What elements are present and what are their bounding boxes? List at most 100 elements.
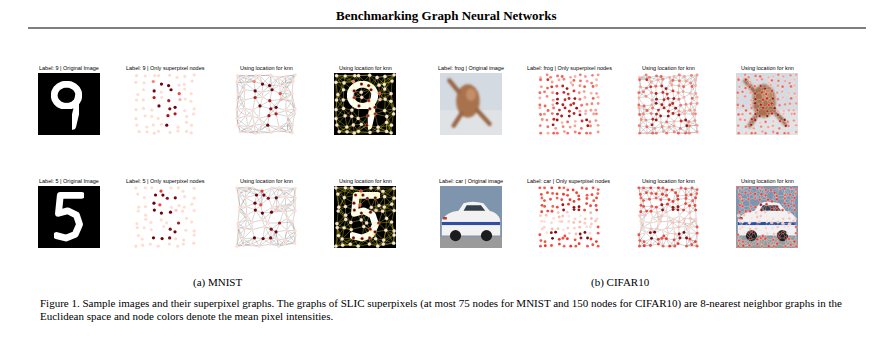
superpixel-node [552, 123, 555, 126]
knn-edge [248, 116, 253, 127]
superpixel-node [781, 85, 784, 88]
superpixel-node [383, 83, 386, 86]
superpixel-node [793, 78, 796, 81]
superpixel-node [756, 109, 759, 112]
superpixel-node [294, 73, 297, 76]
superpixel-node [153, 74, 156, 77]
knn-edge [294, 231, 295, 243]
knn-edge [260, 101, 270, 106]
superpixel-node [235, 108, 238, 111]
superpixel-node [786, 120, 789, 123]
superpixel-node [291, 79, 294, 82]
superpixel-node [392, 112, 395, 115]
superpixel-node [357, 117, 360, 120]
knn-edge [280, 93, 292, 94]
superpixel-node [294, 107, 297, 110]
superpixel-node [558, 109, 561, 112]
superpixel-node [672, 97, 675, 100]
superpixel-node [357, 74, 360, 77]
knn-edge [245, 198, 255, 204]
superpixel-node [152, 202, 155, 205]
superpixel-node [142, 98, 145, 101]
superpixel-node [279, 98, 282, 101]
superpixel-node [145, 130, 148, 133]
superpixel-node [638, 132, 641, 135]
knn-edge [276, 198, 278, 211]
knn-edge [286, 218, 288, 230]
title-rule [28, 27, 866, 28]
superpixel-node [750, 123, 753, 126]
superpixel-node [744, 125, 747, 128]
superpixel-node [682, 85, 685, 88]
superpixel-node [546, 87, 549, 90]
knn-edge [238, 211, 239, 224]
superpixel-node [645, 119, 648, 122]
superpixel-node [236, 98, 239, 101]
frog-body [752, 84, 776, 117]
knn-edge [279, 187, 295, 188]
superpixel-node [173, 106, 176, 109]
knn-edge [271, 100, 281, 109]
superpixel-node [336, 93, 339, 96]
superpixel-node [551, 81, 554, 84]
superpixel-node [168, 236, 171, 239]
superpixel-node [383, 109, 386, 112]
superpixel-node [788, 92, 791, 95]
superpixel-node [538, 104, 541, 107]
superpixel-node [760, 91, 763, 94]
superpixel-node [284, 87, 287, 90]
superpixel-node [369, 88, 372, 91]
superpixel-node [777, 79, 780, 82]
superpixel-node [654, 85, 657, 88]
superpixel-node [737, 132, 740, 135]
superpixel-node [135, 98, 138, 101]
superpixel-node [385, 115, 388, 118]
superpixel-node [182, 242, 185, 245]
superpixel-node [183, 87, 186, 90]
superpixel-node [293, 112, 296, 115]
superpixel-node [168, 74, 171, 77]
superpixel-node [342, 81, 345, 84]
panel-image [235, 73, 297, 135]
superpixel-node [274, 106, 277, 109]
superpixel-node [546, 119, 549, 122]
superpixel-node [149, 243, 152, 246]
knn-edge [260, 75, 271, 76]
superpixel-node [538, 91, 541, 94]
superpixel-node [563, 130, 566, 133]
superpixel-node [590, 82, 593, 85]
superpixel-node [190, 131, 193, 134]
superpixel-node [568, 97, 571, 100]
superpixel-node [696, 102, 699, 105]
knn-edge [253, 98, 255, 110]
knn-edge [280, 81, 293, 85]
knn-edge [237, 228, 238, 247]
superpixel-node [245, 114, 248, 117]
superpixel-node [683, 75, 686, 78]
knn-edge [286, 101, 292, 110]
superpixel-node [749, 103, 752, 106]
image-ground [38, 73, 100, 135]
superpixel-node [253, 80, 256, 83]
superpixel-node [368, 131, 371, 134]
superpixel-node [679, 104, 682, 107]
superpixel-node [772, 120, 775, 123]
superpixel-node [638, 113, 641, 116]
superpixel-node [284, 75, 287, 78]
superpixel-node [385, 130, 388, 133]
superpixel-node [638, 78, 641, 81]
knn-edge [239, 198, 245, 211]
superpixel-node [385, 121, 388, 124]
superpixel-node [651, 99, 654, 102]
superpixel-node [134, 117, 137, 120]
superpixel-node [165, 124, 168, 127]
superpixel-node [759, 75, 762, 78]
knn-edge [270, 100, 281, 101]
superpixel-node [657, 109, 660, 112]
superpixel-node [588, 120, 591, 123]
superpixel-node [134, 108, 137, 111]
superpixel-node [674, 107, 677, 110]
superpixel-node [562, 125, 565, 128]
superpixel-node [160, 211, 163, 214]
knn-edge [285, 99, 287, 110]
